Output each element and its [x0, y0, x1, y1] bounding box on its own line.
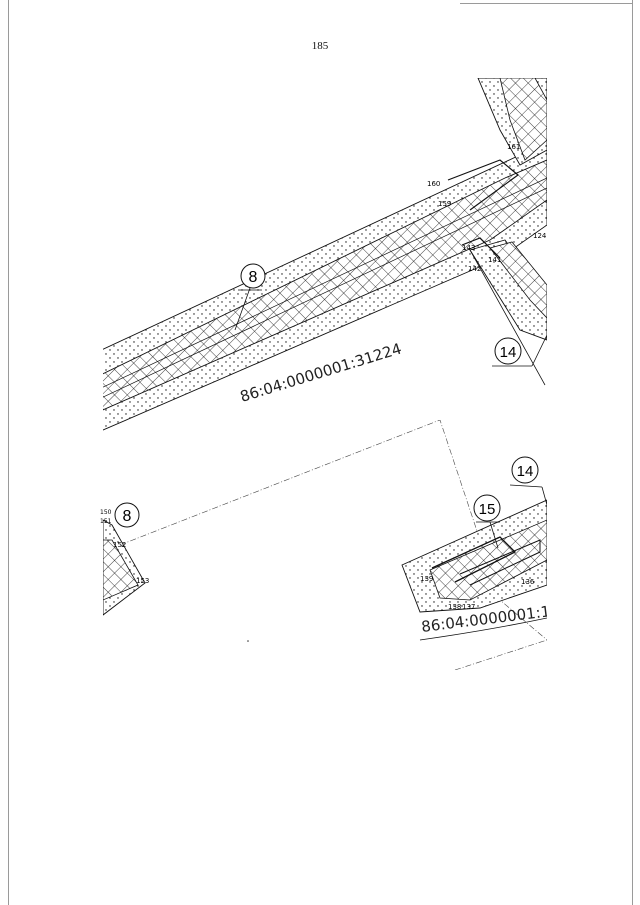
page-edge-left: [8, 0, 9, 905]
road-branch-south-inner: [489, 241, 547, 319]
parcel-boundary-dashed: [119, 420, 547, 641]
point-label-159: 159: [438, 200, 451, 208]
road-branch-north-inner: [499, 78, 547, 161]
point-label-143: 143: [462, 244, 475, 252]
point-label-142: 142: [468, 265, 481, 273]
point-label-136: 136: [521, 578, 535, 586]
road-branch-south: [469, 239, 547, 341]
road-corridor-inner: [103, 159, 547, 411]
callout-15-bottom-label: 15: [479, 501, 496, 518]
page-edge-top: [460, 3, 632, 4]
map-top: [103, 78, 547, 431]
page-edge-right: [632, 0, 633, 905]
point-label-151: 151: [100, 518, 112, 525]
point-label-141: 141: [488, 256, 501, 264]
callout-8-bottom: 8: [114, 502, 140, 528]
point-label-124: 124: [533, 232, 547, 240]
point-label-160: 160: [427, 180, 440, 188]
callout-14-bottom-label: 14: [517, 463, 534, 480]
callout-8-bottom-label: 8: [123, 508, 132, 525]
callout-8-top: 8: [240, 263, 266, 289]
point-label-139: 139: [420, 575, 433, 583]
callout-14-top-label: 14: [500, 344, 517, 361]
callout-14-bottom: 14: [511, 456, 539, 484]
point-label-150: 150: [100, 509, 112, 516]
page-number: 185: [311, 40, 329, 52]
point-label-138: 138: [448, 603, 461, 611]
point-label-137: 137: [462, 603, 475, 611]
map-bottom: [103, 420, 547, 670]
point-label-153: 153: [136, 577, 149, 585]
callout-8-top-label: 8: [249, 269, 258, 286]
point-label-152: 152: [113, 541, 126, 549]
callout-14-top: 14: [494, 337, 522, 365]
callout-15-bottom: 15: [473, 494, 501, 522]
point-label-161: 161: [507, 143, 520, 151]
